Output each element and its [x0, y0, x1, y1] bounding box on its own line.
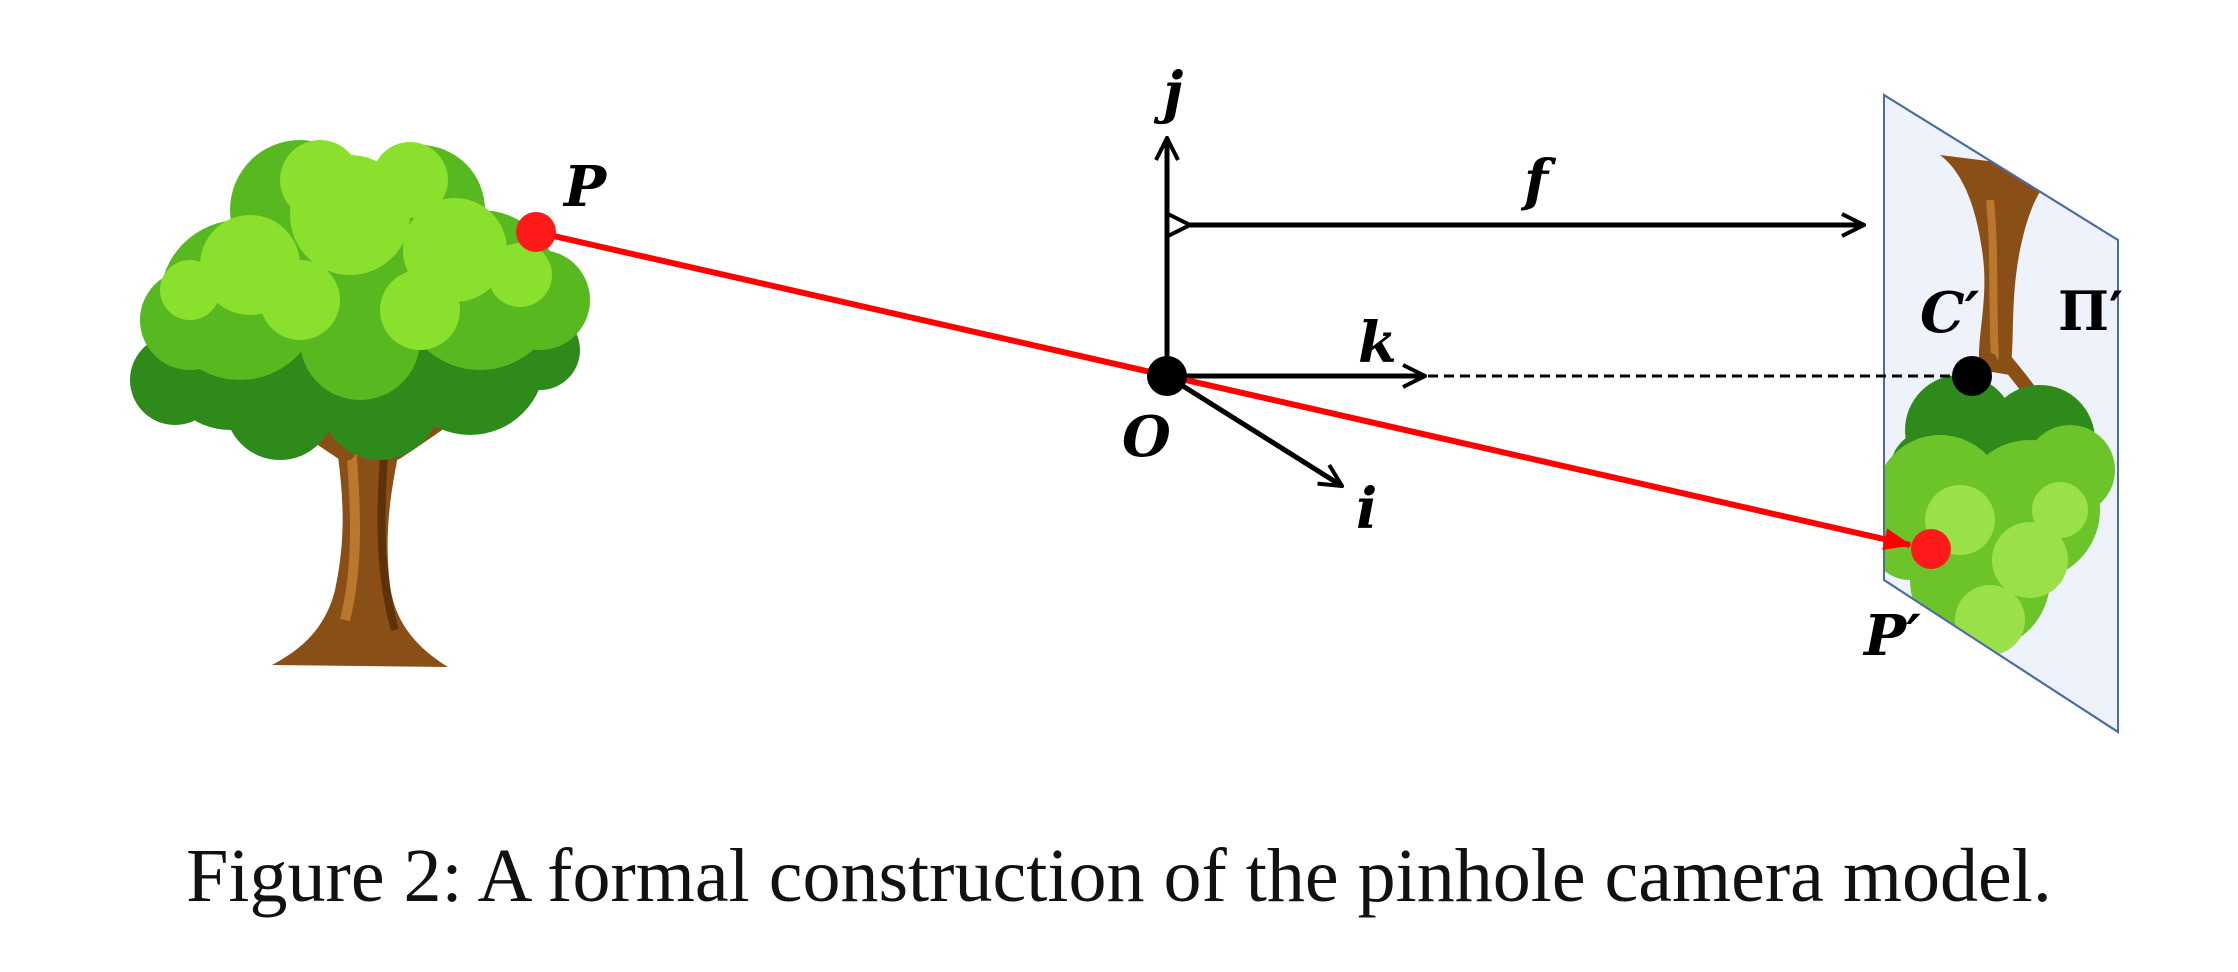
origin-marker: [1147, 356, 1187, 396]
label-p: P: [562, 154, 608, 220]
principal-point-marker: [1952, 356, 1992, 396]
label-pi-prime: Π′: [2058, 279, 2123, 343]
point-p-prime-marker: [1911, 529, 1951, 569]
label-k: k: [1358, 310, 1397, 376]
point-p-marker: [516, 212, 556, 252]
tree-trunk: [272, 400, 448, 667]
label-p-prime: P′: [1862, 603, 1921, 669]
label-i: i: [1356, 476, 1377, 542]
light-ray: [535, 229, 1912, 550]
label-o: O: [1122, 404, 1171, 470]
figure-caption: Figure 2: A formal construction of the p…: [186, 834, 2052, 918]
label-c-prime: C′: [1920, 280, 1980, 346]
tree-object-icon: [130, 140, 590, 667]
label-j: j: [1153, 60, 1183, 126]
image-plane: [1883, 93, 2119, 734]
label-f: f: [1520, 148, 1557, 214]
axis-i-arrow: [1165, 373, 1342, 486]
